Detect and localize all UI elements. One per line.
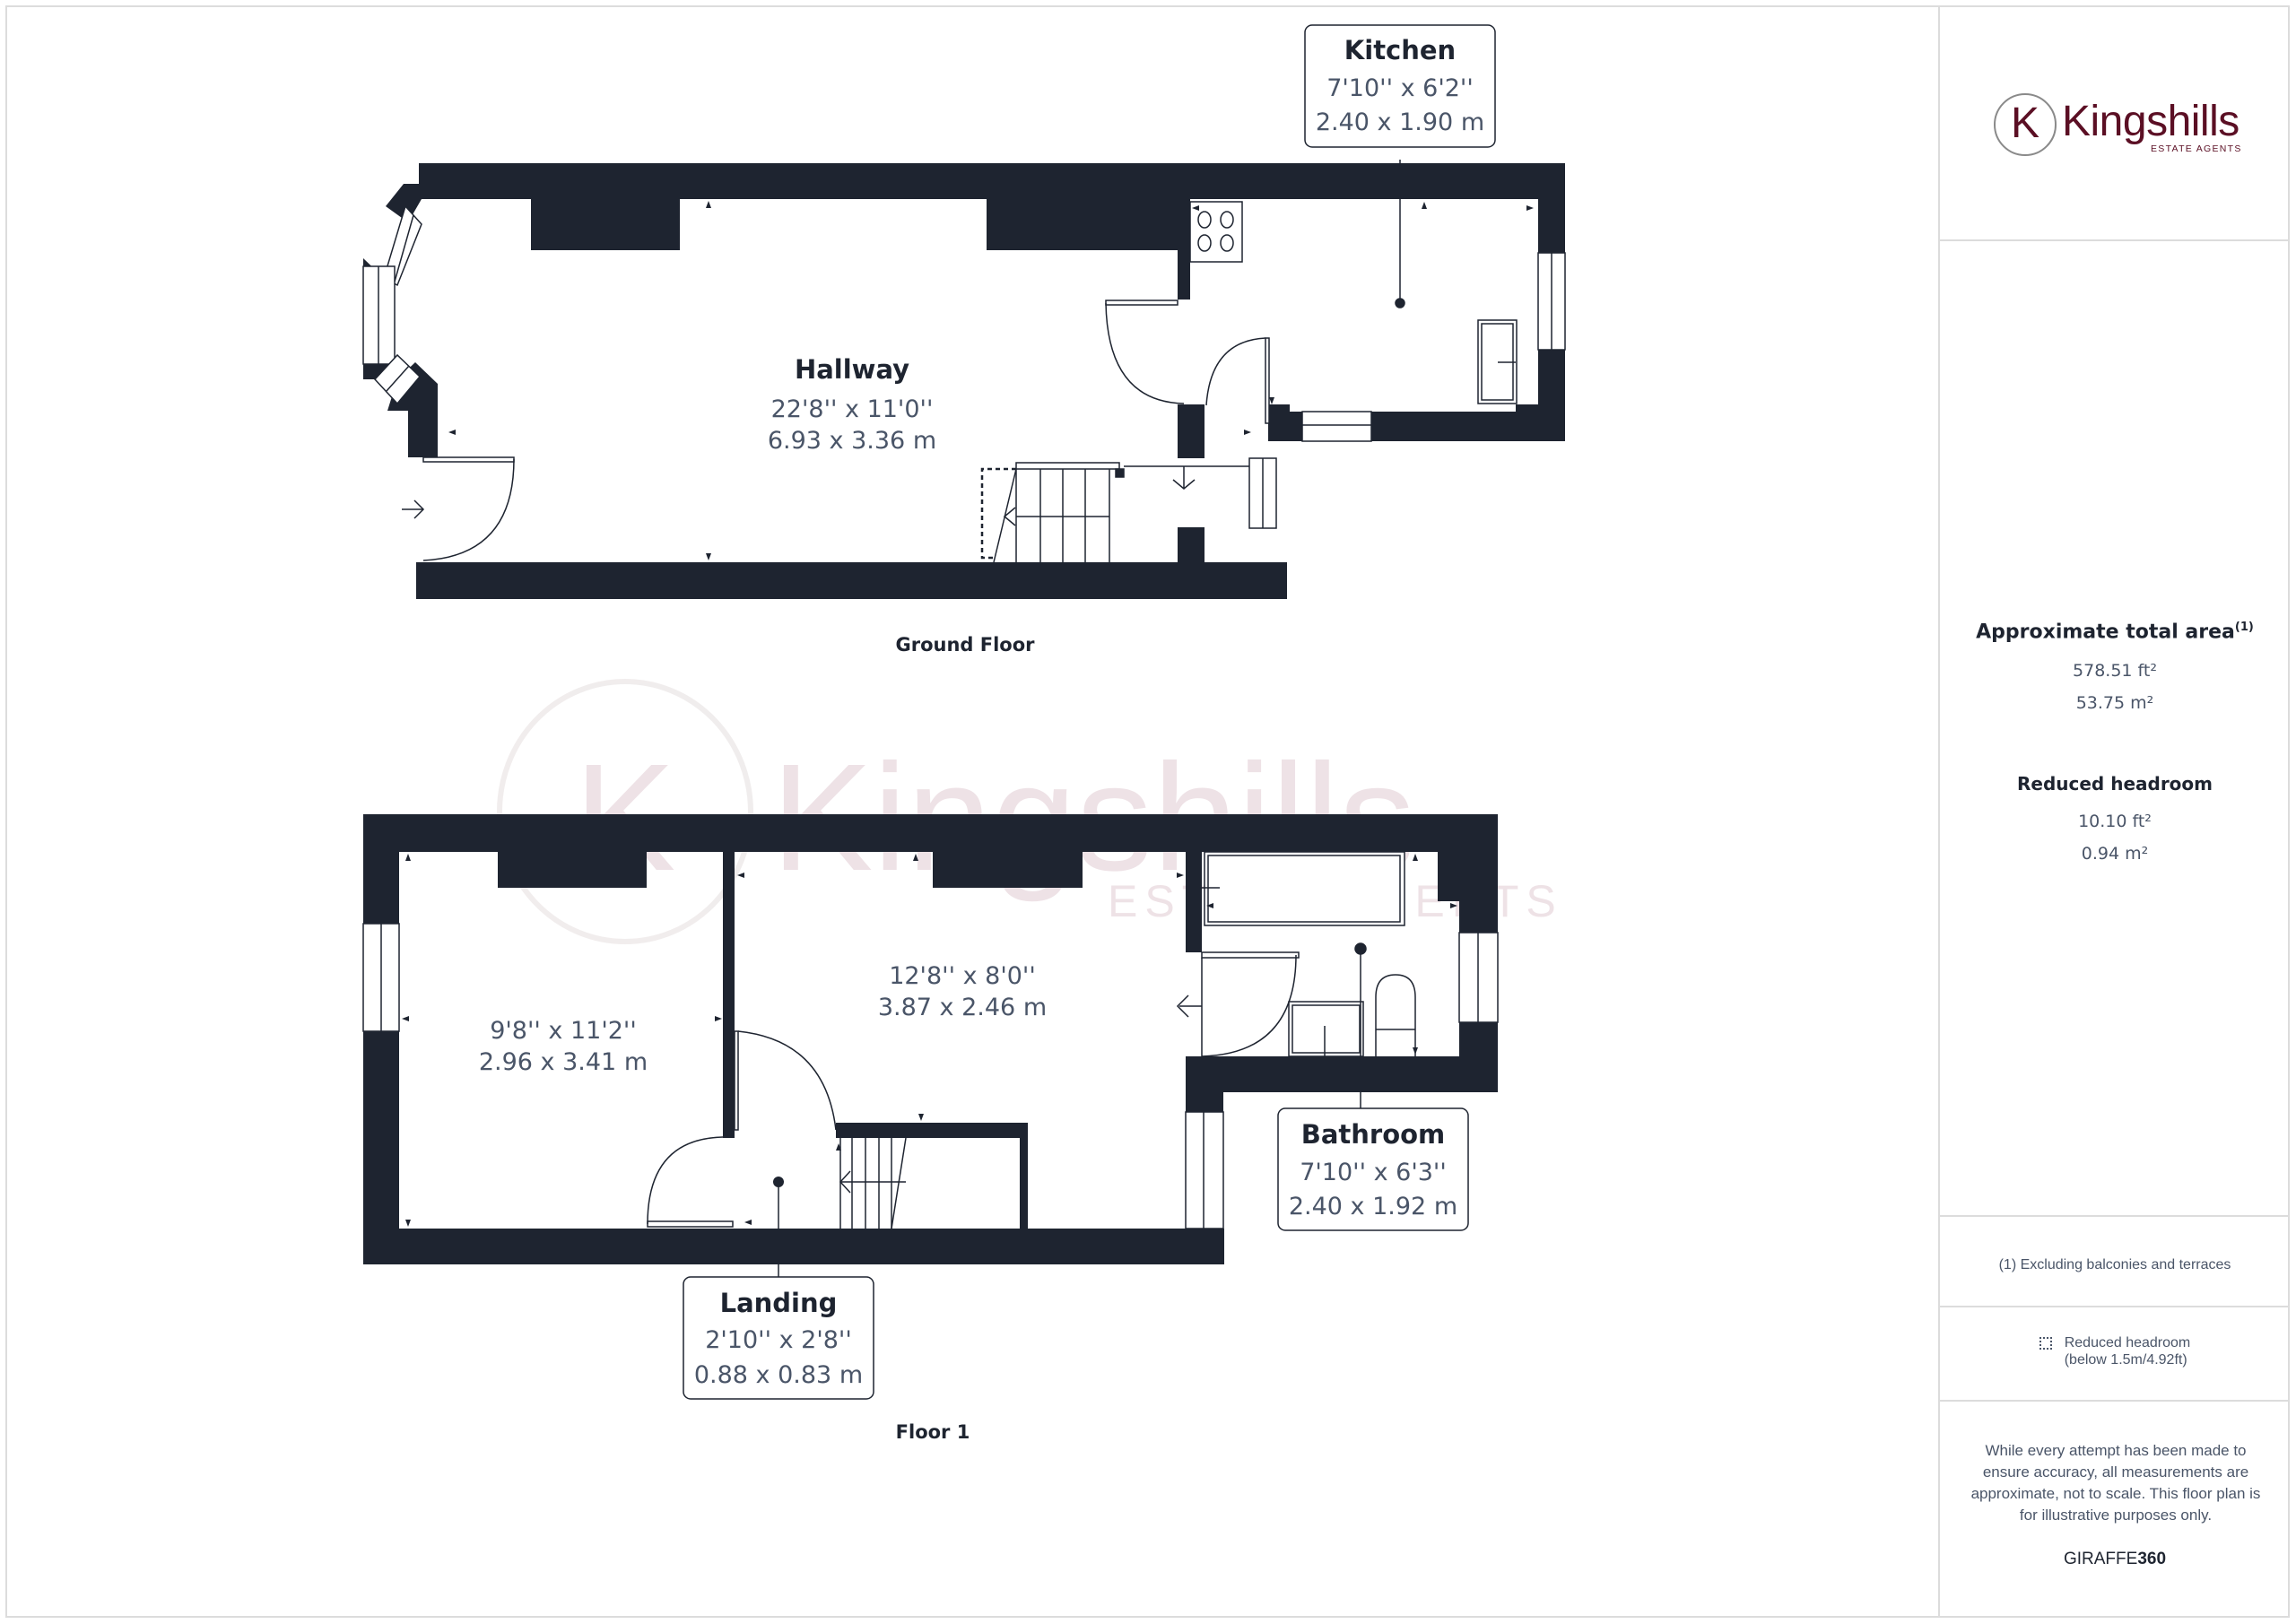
panel-divider <box>1940 1306 2290 1307</box>
floor-plan: K Kingshills ESTATE AGENTS <box>362 24 1566 1443</box>
ground-floor-walls <box>363 163 1565 599</box>
total-area-title: Approximate total area(1) <box>1976 621 2254 644</box>
legend-line-1: Reduced headroom <box>2064 1335 2191 1350</box>
logo-initial: K <box>2010 100 2039 147</box>
basin-icon <box>1288 1001 1364 1057</box>
info-panel: K Kingshills ESTATE AGENTS Approximate t… <box>1938 5 2290 1618</box>
logo-circle-icon <box>1994 93 2057 156</box>
panel-divider <box>1940 239 2290 241</box>
panel-divider <box>1940 1215 2290 1217</box>
floor-1-walls <box>363 814 1498 1264</box>
logo-subtitle: ESTATE AGENTS <box>2151 143 2242 154</box>
entrance-arrow-icon <box>402 499 425 519</box>
room-metric-bathroom: 2.40 x 1.92 m <box>1289 1193 1457 1220</box>
floor-1-doors <box>647 951 1300 1228</box>
total-area-ft2: 578.51 ft² <box>2073 661 2157 681</box>
hob-icon <box>1189 201 1243 263</box>
headroom-legend: Reduced headroom (below 1.5m/4.92ft) <box>1940 1334 2290 1368</box>
panel-divider <box>1940 1400 2290 1402</box>
floor-label-floor-1: Floor 1 <box>896 1421 970 1443</box>
room-name-bathroom: Bathroom <box>1301 1119 1446 1150</box>
room-imperial-kitchen: 7'10'' x 6'2'' <box>1326 74 1474 102</box>
bath-icon <box>1204 851 1405 926</box>
dimension-markers-floor-1 <box>402 854 1457 1227</box>
landing-label: Landing 2'10'' x 2'8'' 0.88 x 0.83 m <box>683 1177 874 1400</box>
reduced-headroom-m2: 0.94 m² <box>2081 844 2149 864</box>
exit-arrow-icon <box>1176 994 1202 1018</box>
room-metric-bedroom: 2.96 x 3.41 m <box>479 1048 648 1076</box>
bathroom-label: Bathroom 7'10'' x 6'3'' 2.40 x 1.92 m <box>1277 1107 1469 1231</box>
room-imperial-hallway: 22'8'' x 11'0'' <box>771 395 934 423</box>
room-imperial-bedroom: 9'8'' x 11'2'' <box>490 1017 637 1045</box>
kitchen-label: Kitchen 7'10'' x 6'2'' 2.40 x 1.90 m <box>1304 24 1496 148</box>
room-name-kitchen: Kitchen <box>1344 35 1456 65</box>
room-metric-landing: 0.88 x 0.83 m <box>694 1361 863 1389</box>
ground-floor-stairs <box>980 462 1249 563</box>
page-frame <box>5 5 2290 1618</box>
kingshills-logo: K Kingshills ESTATE AGENTS <box>1994 91 2245 163</box>
hallway-side-window <box>1248 457 1277 529</box>
room-imperial-bathroom: 7'10'' x 6'3'' <box>1300 1159 1447 1186</box>
room-name-landing: Landing <box>720 1288 838 1318</box>
toilet-icon <box>1375 974 1416 1056</box>
room-metric-kitchen: 2.40 x 1.90 m <box>1316 109 1484 136</box>
room-name-hallway: Hallway <box>795 354 909 385</box>
floor-label-ground: Ground Floor <box>895 634 1035 656</box>
reduced-headroom-ft2: 10.10 ft² <box>2078 812 2152 831</box>
dimension-markers <box>448 201 1534 560</box>
bathroom-fixtures <box>1202 851 1416 1112</box>
floor-1-stairs <box>839 1137 907 1229</box>
dotted-square-icon <box>2039 1337 2052 1350</box>
logo-name: Kingshills <box>2062 98 2239 145</box>
giraffe360-brand: GIRAFFE360 <box>2063 1550 2167 1568</box>
disclaimer-text: While every attempt has been made to ens… <box>1970 1442 2261 1524</box>
footnote-text: (1) Excluding balconies and terraces <box>1998 1257 2231 1272</box>
reduced-headroom-title: Reduced headroom <box>2016 773 2213 795</box>
total-area-m2: 53.75 m² <box>2075 693 2154 713</box>
front-door <box>402 456 515 561</box>
kitchen-fixtures <box>1105 160 1566 442</box>
room-imperial-room2: 12'8'' x 8'0'' <box>889 962 1036 990</box>
floor-1-windows <box>362 923 1499 1229</box>
footnote-mark: (1) <box>2234 621 2254 634</box>
bay-window <box>362 204 422 405</box>
room-imperial-landing: 2'10'' x 2'8'' <box>705 1326 852 1354</box>
legend-line-2: (below 1.5m/4.92ft) <box>2064 1352 2187 1368</box>
room-metric-hallway: 6.93 x 3.36 m <box>768 427 936 455</box>
down-arrow-icon <box>1172 466 1196 490</box>
room-metric-room2: 3.87 x 2.46 m <box>878 994 1047 1021</box>
